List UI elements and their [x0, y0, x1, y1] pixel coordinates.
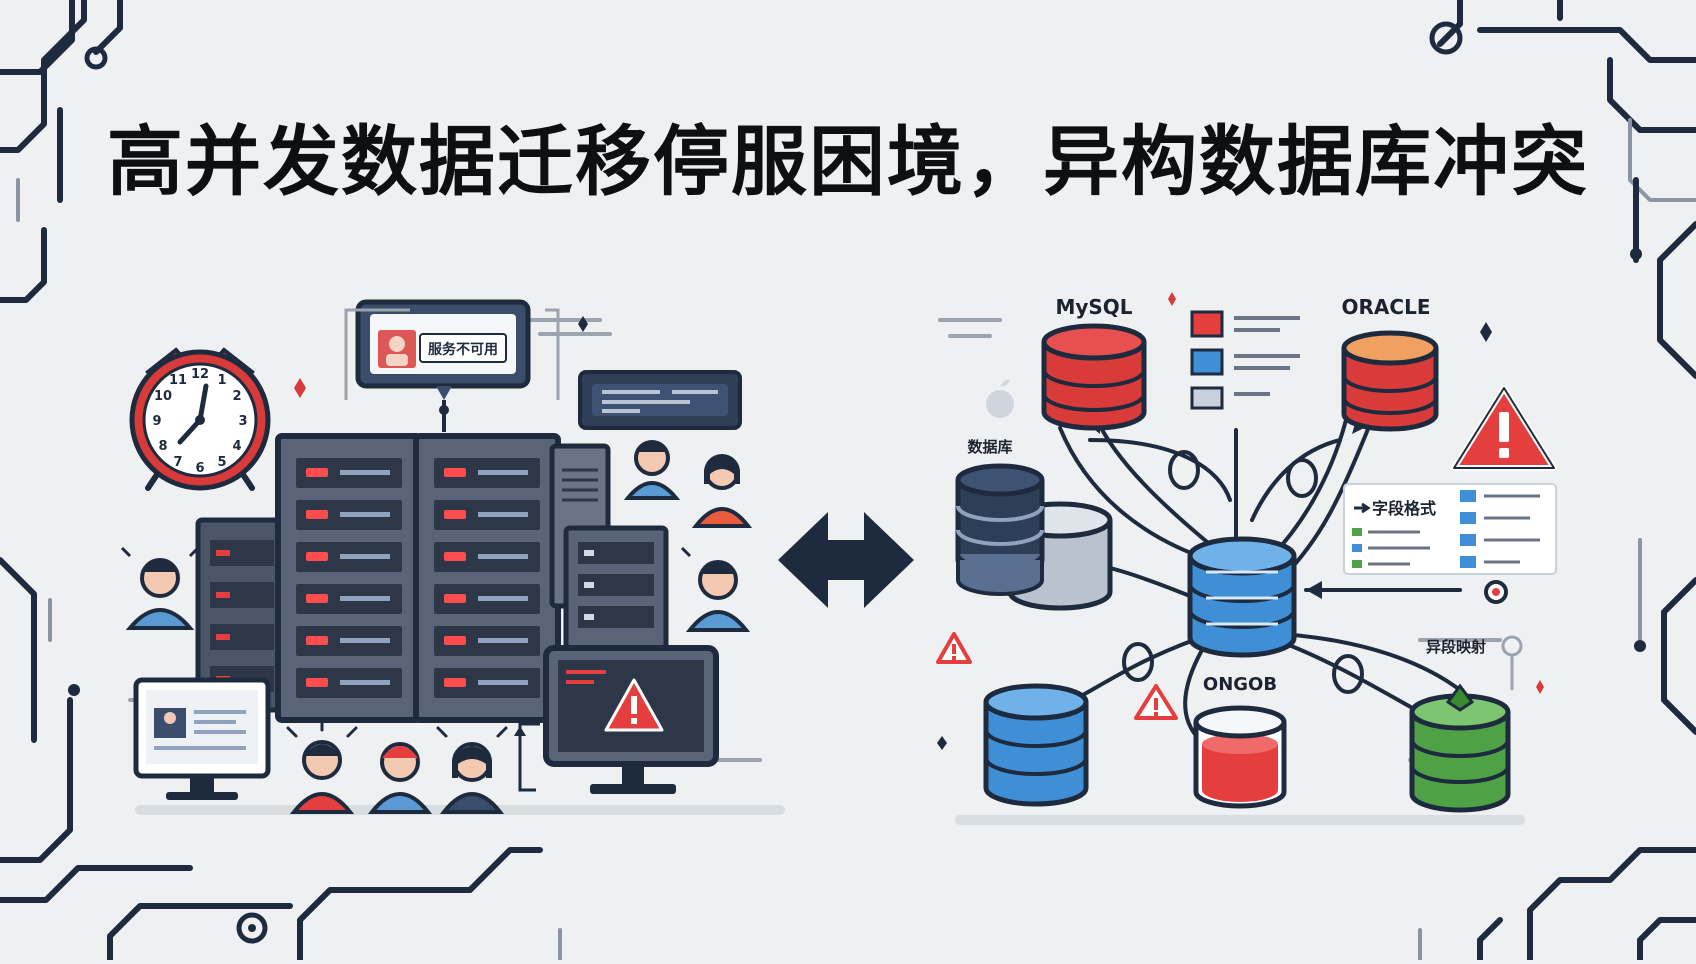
generic-db-label: 数据库 — [967, 438, 1012, 456]
field-format-label: 字段格式 — [1372, 499, 1436, 518]
clock-numeral: 1 — [217, 373, 226, 388]
alarm-clock-icon: 12 1 2 3 4 5 6 7 8 9 10 11 — [129, 347, 271, 491]
clock-numeral: 11 — [169, 373, 187, 388]
document-icon — [1190, 310, 1300, 410]
warning-icon — [604, 678, 664, 732]
clock-numeral: 7 — [173, 455, 182, 470]
user-monitor-left — [133, 677, 271, 800]
clock-numeral: 12 — [191, 367, 209, 382]
clock-numeral: 5 — [217, 455, 226, 470]
info-card — [578, 370, 742, 430]
service-unavailable-label: 服务不可用 — [428, 341, 498, 358]
database-icon-mongodb: ONGOB — [1193, 674, 1287, 809]
database-icon-blue — [983, 683, 1089, 807]
database-icon-mysql: MySQL — [1041, 295, 1147, 431]
database-icon-target — [1187, 536, 1297, 658]
warning-icon — [936, 632, 972, 664]
service-status-monitor: 服务不可用 — [344, 299, 560, 432]
field-format-card: 字段格式 — [1343, 483, 1557, 575]
page-title: 高并发数据迁移停服困境，异构数据库冲突 — [107, 117, 1589, 206]
clock-numeral: 8 — [158, 439, 167, 454]
heterogeneous-mapping-label: 异段映射 — [1426, 638, 1486, 656]
clock-numeral: 3 — [238, 414, 247, 429]
user-icon — [120, 440, 753, 814]
error-monitor — [514, 645, 719, 794]
warning-icon — [1451, 385, 1557, 471]
clock-numeral: 6 — [195, 461, 204, 476]
server-rack-icon — [195, 433, 669, 723]
warning-icon — [1134, 684, 1178, 720]
clock-numeral: 10 — [154, 389, 172, 404]
clock-numeral: 9 — [152, 414, 161, 429]
clock-numeral: 2 — [232, 389, 241, 404]
database-icon-generic: 数据库 — [955, 438, 1113, 611]
database-icon-oracle: ORACLE — [1341, 295, 1439, 432]
sparkle-icons — [294, 292, 1544, 750]
right-panel: MySQL ORACLE — [936, 295, 1557, 813]
database-icon-green: 异段映射 — [1409, 635, 1523, 813]
clock-numeral: 4 — [232, 439, 241, 454]
double-arrow-icon — [778, 512, 914, 608]
left-panel: 12 1 2 3 4 5 6 7 8 9 10 11 — [120, 299, 753, 814]
mongodb-label: ONGOB — [1203, 674, 1277, 695]
faded-logo-icon — [986, 379, 1014, 418]
oracle-label: ORACLE — [1342, 295, 1431, 319]
mysql-label: MySQL — [1055, 295, 1132, 319]
